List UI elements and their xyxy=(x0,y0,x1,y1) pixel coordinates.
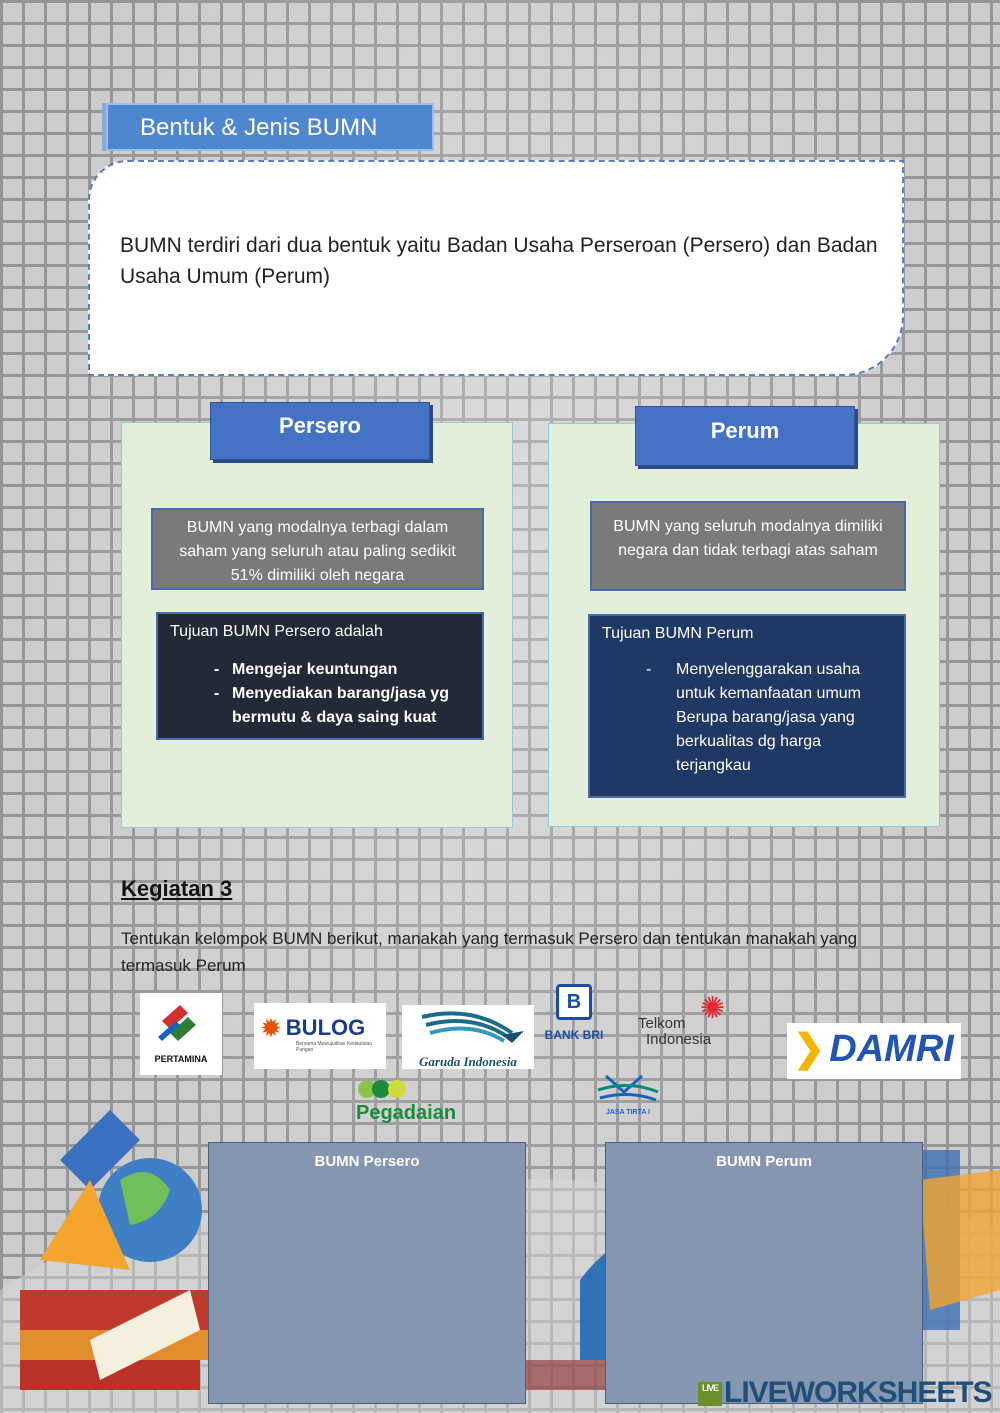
persero-goal-item: Mengejar keuntungan xyxy=(170,658,470,682)
jasa-tirta-wave-icon xyxy=(597,1074,659,1102)
perum-goal-item: Menyelenggarakan usaha untuk kemanfaatan… xyxy=(602,658,892,778)
pertamina-mark-icon xyxy=(158,1005,196,1041)
perum-goals-box: Tujuan BUMN Perum Menyelenggarakan usaha… xyxy=(588,614,906,798)
garuda-label: Garuda Indonesia xyxy=(419,1054,517,1069)
watermark-text: LIVEWORKSHEETS xyxy=(724,1376,993,1409)
telkom-hand-icon: ✺ xyxy=(700,992,726,1025)
persero-definition: BUMN yang modalnya terbagi dalam saham y… xyxy=(151,508,484,590)
perum-definition: BUMN yang seluruh modalnya dimiliki nega… xyxy=(590,501,906,591)
jasa-tirta-label: JASA TIRTA I xyxy=(605,1109,651,1116)
jasa-tirta-logo[interactable]: JASA TIRTA I xyxy=(586,1070,670,1122)
telkom-label-2: Indonesia xyxy=(646,1031,712,1048)
persero-goal-item: Menyediakan barang/jasa yg bermutu & day… xyxy=(170,682,470,730)
damri-logo[interactable]: ❯ DAMRI xyxy=(787,1023,961,1079)
activity-instruction: Tentukan kelompok BUMN berikut, manakah … xyxy=(121,929,858,975)
bri-mark-icon: B xyxy=(556,984,592,1020)
garuda-logo[interactable]: Garuda Indonesia xyxy=(402,1005,534,1069)
bulog-sun-icon: ✹ xyxy=(260,1013,282,1043)
activity-title: Kegiatan 3 xyxy=(121,876,233,901)
persero-answer-label: BUMN Persero xyxy=(314,1153,420,1170)
perum-answer-box[interactable]: BUMN Perum xyxy=(605,1142,923,1404)
perum-goals-list: Menyelenggarakan usaha untuk kemanfaatan… xyxy=(602,658,892,778)
telkom-label-1: Telkom xyxy=(638,1015,686,1032)
pegadaian-mark-icon xyxy=(358,1080,406,1100)
perum-heading: Perum xyxy=(635,406,855,466)
liveworksheets-logo-icon: LIVE xyxy=(698,1382,722,1407)
intro-text: BUMN terdiri dari dua bentuk yaitu Badan… xyxy=(120,234,878,288)
pertamina-label: PERTAMINA xyxy=(154,1054,208,1064)
perum-answer-label: BUMN Perum xyxy=(716,1153,812,1170)
pertamina-logo[interactable]: PERTAMINA xyxy=(140,993,222,1075)
bulog-logo[interactable]: ✹ BULOG Bersama Mewujudkan Kedaulatan Pa… xyxy=(254,1003,386,1069)
bulog-label: BULOG xyxy=(285,1015,366,1040)
persero-answer-box[interactable]: BUMN Persero xyxy=(208,1142,526,1404)
perum-goals-heading: Tujuan BUMN Perum xyxy=(602,625,754,642)
damri-label: DAMRI xyxy=(829,1028,954,1070)
telkom-logo[interactable]: Telkom Indonesia ✺ xyxy=(630,992,740,1051)
pegadaian-logo[interactable]: Pegadaian xyxy=(354,1078,457,1130)
pegadaian-label: Pegadaian xyxy=(356,1102,457,1124)
persero-heading: Persero xyxy=(210,402,430,460)
damri-arrow-icon: ❯ xyxy=(793,1028,825,1070)
bri-label: BANK BRI xyxy=(544,1028,604,1042)
persero-goals-list: Mengejar keuntungan Menyediakan barang/j… xyxy=(170,658,470,730)
bri-logo[interactable]: B BANK BRI xyxy=(537,984,611,1048)
garuda-bird-icon xyxy=(421,1011,524,1043)
bulog-tagline: Bersama Mewujudkan Kedaulatan Pangan xyxy=(296,1041,373,1053)
intro-box xyxy=(88,160,904,376)
persero-goals-heading: Tujuan BUMN Persero adalah xyxy=(170,623,383,640)
section-title-banner: Bentuk & Jenis BUMN xyxy=(106,103,434,151)
persero-goals-box: Tujuan BUMN Persero adalah Mengejar keun… xyxy=(156,612,484,740)
